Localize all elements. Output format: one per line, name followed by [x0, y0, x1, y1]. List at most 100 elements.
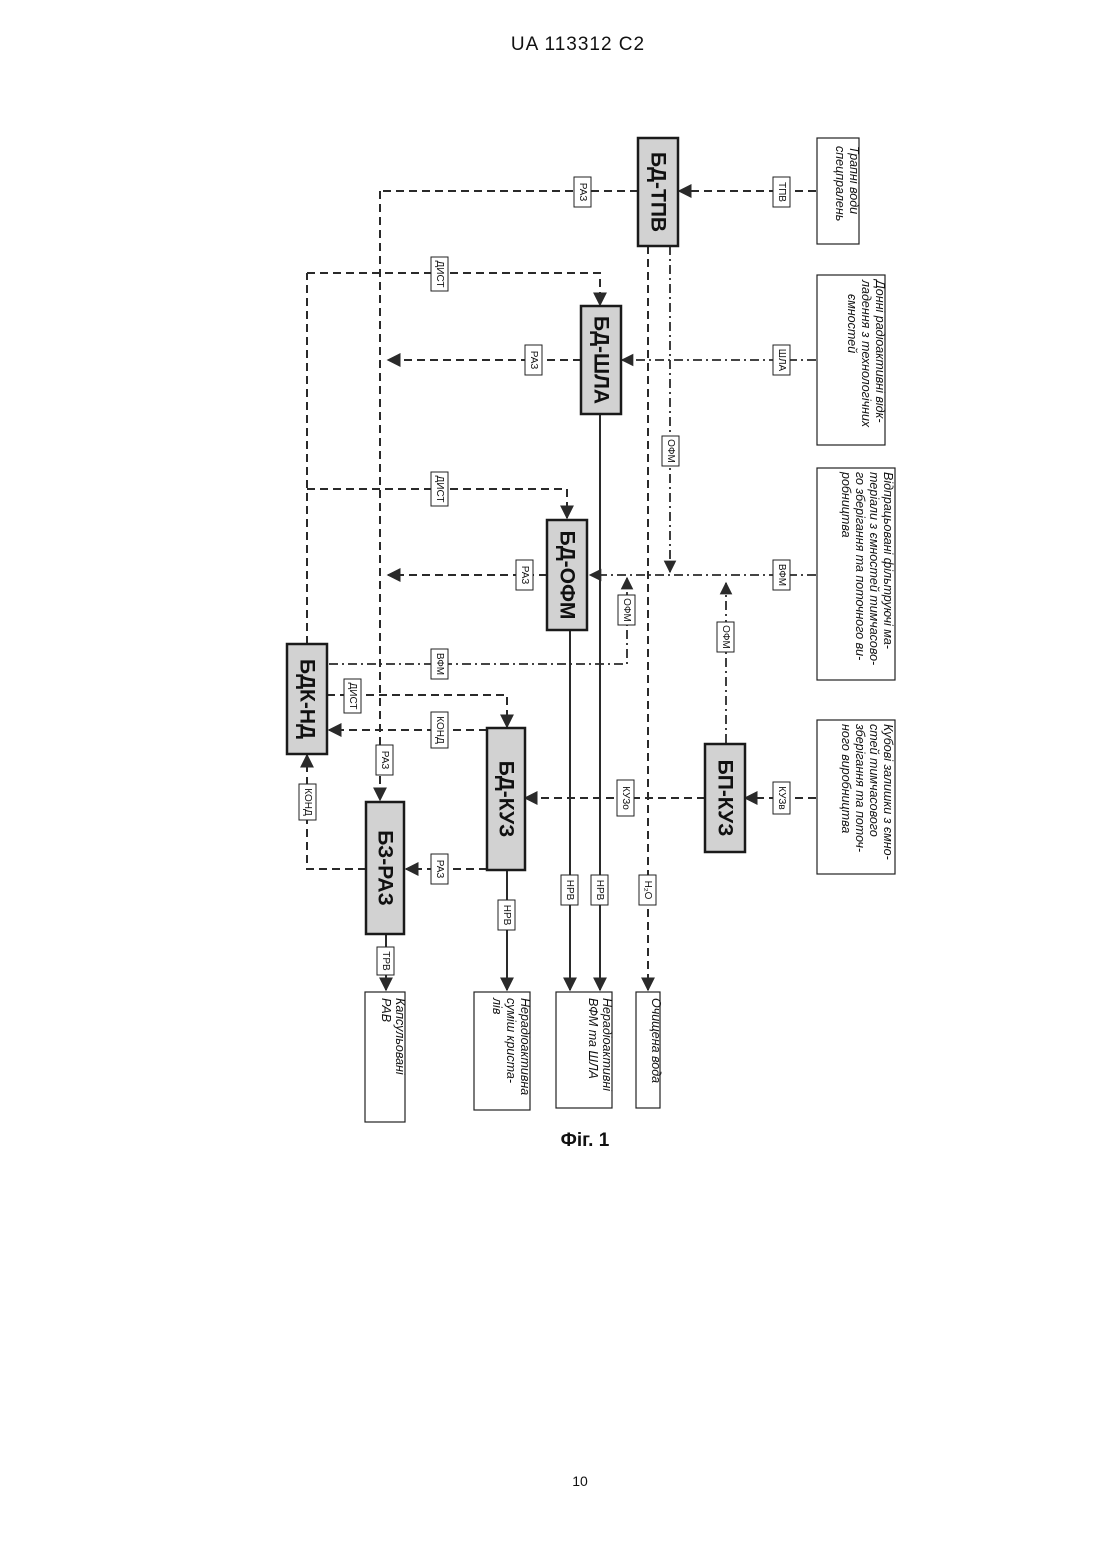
svg-text:КУЗв: КУЗв [776, 786, 787, 809]
block-bdk-nd-label: БДК-НД [296, 659, 319, 739]
block-bdk-nd: БДК-НД [287, 644, 327, 754]
input-trapni-vody-line-2: спецпралень [833, 146, 847, 221]
output-kapsulovani-line-2: РАВ [379, 998, 393, 1022]
input-vidpratsovani-line-3: го зберігання та поточного ви- [853, 472, 867, 660]
block-bd-shla: БД-ШЛА [581, 306, 621, 414]
svg-text:РАЗ: РАЗ [519, 566, 530, 585]
figure-caption: Фіг. 1 [520, 1130, 650, 1152]
output-ochyshchena: Очищена вода [636, 992, 663, 1108]
flow-label-shla: ШЛА [773, 345, 790, 375]
flow-label-raz-kuz: РАЗ [431, 854, 448, 884]
output-neradio-sumish-line-1: Нерадіоактивна [518, 998, 532, 1095]
flow-label-raz-shla: РАЗ [525, 345, 542, 375]
flow-label-ofm-tpv: ОФМ [662, 436, 679, 466]
flow-label-raz-collector: РАЗ [376, 745, 393, 775]
svg-text:Очищена вода: Очищена вода [649, 998, 663, 1083]
svg-text:РАЗ: РАЗ [528, 351, 539, 370]
svg-text:РАЗ: РАЗ [577, 183, 588, 202]
flow-label-dist-shla: ДИСТ [431, 257, 448, 291]
svg-text:КОНД: КОНД [302, 788, 313, 816]
block-bz-raz-label: БЗ-РАЗ [374, 830, 397, 905]
flow-label-tpv: ТПВ [773, 177, 790, 207]
input-trapni-vody: Трапні води спецпралень [817, 138, 861, 244]
flow-label-dist-ofm: ДИСТ [431, 472, 448, 506]
output-kapsulovani-line-1: Капсульовані [393, 998, 407, 1076]
block-bp-kuz: БП-КУЗ [705, 744, 745, 852]
flow-label-nrv-ofm: НРВ [561, 875, 578, 905]
process-blocks: БД-ТПВ БД-ШЛА БД-ОФМ БДК-НД БП-КУЗ БД-КУ… [287, 138, 745, 934]
svg-text:ДИСТ: ДИСТ [434, 261, 445, 288]
svg-text:ОФМ: ОФМ [720, 625, 731, 649]
flow-label-nrv-shla: НРВ [591, 875, 608, 905]
flow-label-kuzo: КУЗо [617, 780, 634, 816]
flow-label-kuzv: КУЗв [773, 782, 790, 814]
svg-text:ОФМ: ОФМ [621, 598, 632, 622]
input-vidpratsovani: Відпрацьовані фільтруючі ма- теріали з є… [817, 468, 895, 680]
input-vidpratsovani-line-4: робництва [839, 471, 853, 538]
svg-text:ТРВ: ТРВ [380, 951, 391, 971]
output-boxes: Капсульовані РАВ Нерадіоактивна суміш кр… [365, 992, 663, 1122]
output-ochyshchena-line-1: Очищена вода [649, 998, 663, 1083]
svg-text:РАЗ: РАЗ [379, 751, 390, 770]
svg-text:НРВ: НРВ [594, 880, 605, 901]
svg-text:ТПВ: ТПВ [776, 182, 787, 202]
block-bd-tpv-label: БД-ТПВ [647, 152, 670, 232]
input-donni: Донні радіоактивні відк- ладення з техно… [817, 275, 887, 445]
flow-label-ofm-bpkuz: ОФМ [717, 622, 734, 652]
svg-text:ОФМ: ОФМ [665, 439, 676, 463]
svg-text:H₂O: H₂O [642, 881, 653, 900]
output-kapsulovani: Капсульовані РАВ [365, 992, 407, 1122]
svg-text:РАЗ: РАЗ [434, 860, 445, 879]
flow-label-raz-tpv: РАЗ [574, 177, 591, 207]
flow-label-h2o: H₂O [639, 875, 656, 905]
svg-text:КУЗо: КУЗо [620, 786, 631, 810]
svg-text:ВФМ: ВФМ [434, 653, 445, 675]
flow-label-raz-ofm: РАЗ [516, 560, 533, 590]
flow-label-kond-loop: КОНД [299, 784, 316, 820]
output-neradio-vfm-line-1: Нерадіоактивні [600, 998, 614, 1092]
block-bd-tpv: БД-ТПВ [638, 138, 678, 246]
svg-text:ДИСТ: ДИСТ [347, 683, 358, 710]
svg-text:НРВ: НРВ [501, 905, 512, 926]
svg-text:Трапні води спецпрален: Трапні води спецпралень [833, 146, 861, 221]
svg-text:НРВ: НРВ [564, 880, 575, 901]
output-neradio-sumish-line-2: суміш криста- [504, 998, 518, 1083]
block-bd-kuz-label: БД-КУЗ [495, 761, 518, 838]
output-neradio-sumish-line-3: лів [490, 997, 504, 1015]
input-kubovi-line-3: зберігання та поточ- [853, 723, 867, 852]
flow-label-vfm-input: ВФМ [773, 560, 790, 590]
svg-text:КОНД: КОНД [434, 716, 445, 744]
output-neradio-vfm: Нерадіоактивні ВФМ та ШЛА [556, 992, 614, 1108]
block-bd-shla-label: БД-ШЛА [590, 316, 613, 404]
input-vidpratsovani-line-1: Відпрацьовані фільтруючі ма- [881, 472, 895, 649]
svg-text:ДИСТ: ДИСТ [434, 476, 445, 503]
input-kubovi-line-2: стей тимчасового [867, 724, 881, 837]
output-neradio-sumish: Нерадіоактивна суміш криста- лів [474, 992, 532, 1110]
svg-text:ШЛА: ШЛА [776, 349, 787, 372]
input-trapni-vody-line-1: Трапні води [847, 146, 861, 214]
flow-label-nrv-kuz: НРВ [498, 900, 515, 930]
svg-text:ВФМ: ВФМ [776, 564, 787, 586]
page-number: 10 [540, 1473, 620, 1489]
block-bd-ofm-label: БД-ОФМ [556, 531, 579, 620]
flow-label-trv: ТРВ [377, 947, 394, 975]
input-donni-line-1: Донні радіоактивні відк- [873, 278, 887, 423]
flow-label-dist-kuz: ДИСТ [344, 679, 361, 713]
flow-label-ofm-bdk: ОФМ [618, 595, 635, 625]
flow-label-kond-kuz: КОНД [431, 712, 448, 748]
input-kubovi-line-1: Кубові залишки з ємно- [881, 724, 895, 860]
block-bd-ofm: БД-ОФМ [547, 520, 587, 630]
input-donni-line-2: ладення з технологічних [859, 279, 873, 428]
line-dist-to-shla [307, 273, 600, 305]
flow-label-vfm-bdk: ВФМ [431, 649, 448, 679]
input-kubovi-line-4: ного виробництва [839, 724, 853, 833]
input-donni-line-3: ємностей [845, 294, 859, 353]
block-bd-kuz: БД-КУЗ [487, 728, 525, 870]
input-boxes: Трапні води спецпралень Донні радіоактив… [817, 138, 895, 874]
input-vidpratsovani-line-2: теріали з ємностей тимчасово- [867, 472, 881, 665]
block-bp-kuz-label: БП-КУЗ [714, 760, 737, 837]
input-kubovi: Кубові залишки з ємно- стей тимчасового … [817, 720, 895, 874]
output-neradio-vfm-line-2: ВФМ та ШЛА [586, 998, 600, 1079]
block-bz-raz: БЗ-РАЗ [366, 802, 404, 934]
